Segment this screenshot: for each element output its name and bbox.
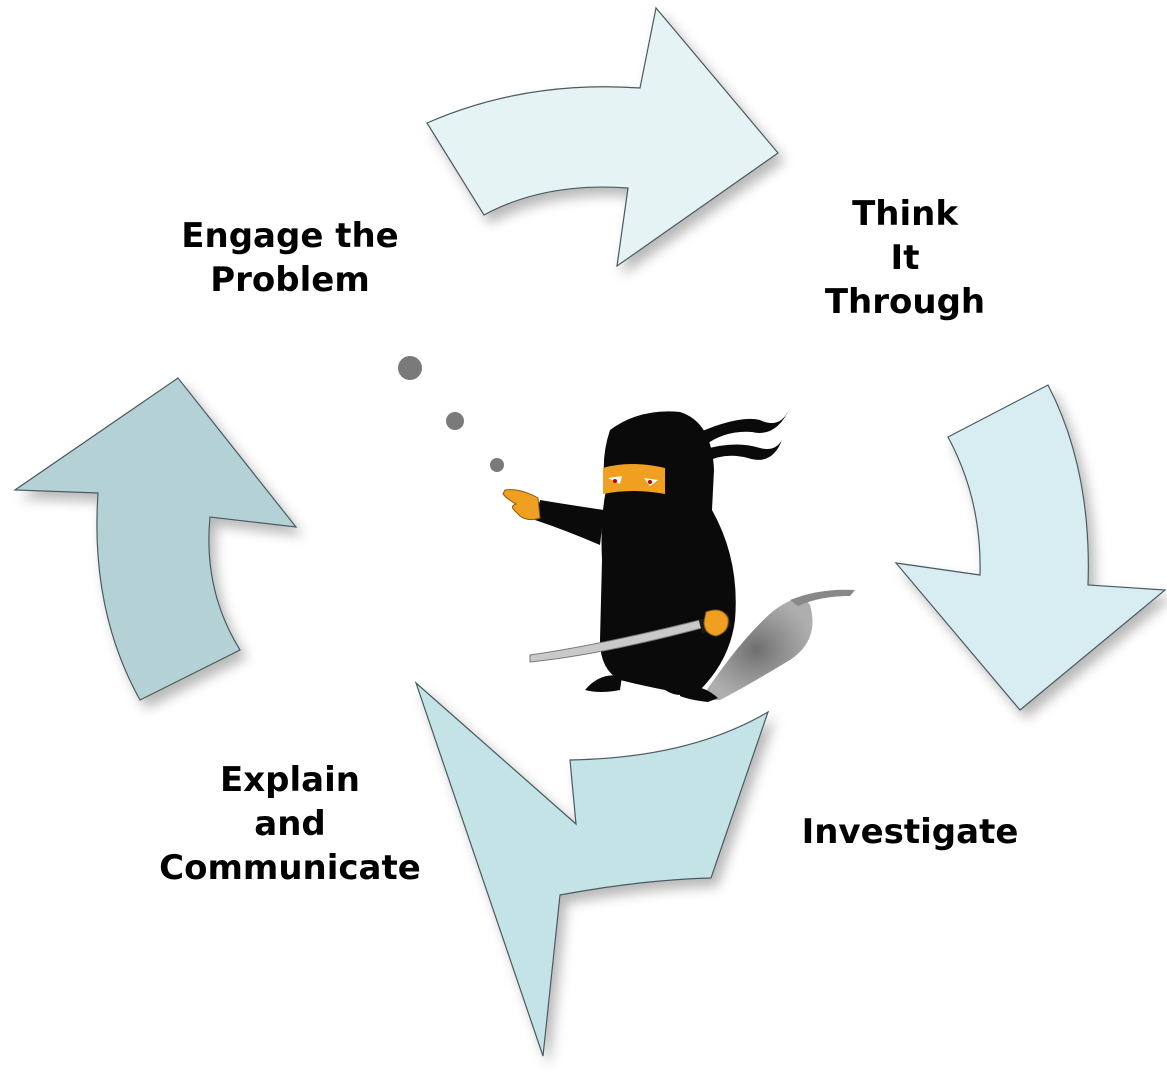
engage-line-1: Engage the (181, 216, 399, 256)
step-label-engage: Engage the Problem (155, 214, 425, 302)
investigate-line-1: Investigate (801, 812, 1019, 852)
step-label-investigate: Investigate (775, 810, 1045, 854)
think-line-1: Think (852, 194, 958, 234)
step-label-explain: Explain and Communicate (140, 758, 440, 890)
arrow-engage-to-think (426, 6, 779, 268)
arrow-lower (414, 681, 770, 1057)
engage-line-2: Problem (210, 260, 370, 300)
think-line-3: Through (824, 282, 986, 322)
thought-bubble-dots-icon (398, 356, 504, 472)
step-label-think: Think It Through (800, 192, 1010, 324)
explain-line-2: and (254, 804, 326, 844)
arrow-explain-to-engage (13, 377, 298, 701)
explain-line-3: Communicate (159, 848, 421, 888)
arrow-think-to-investigate (894, 384, 1167, 711)
ninja-icon (502, 408, 855, 702)
explain-line-1: Explain (220, 760, 360, 800)
think-line-2: It (890, 238, 920, 278)
